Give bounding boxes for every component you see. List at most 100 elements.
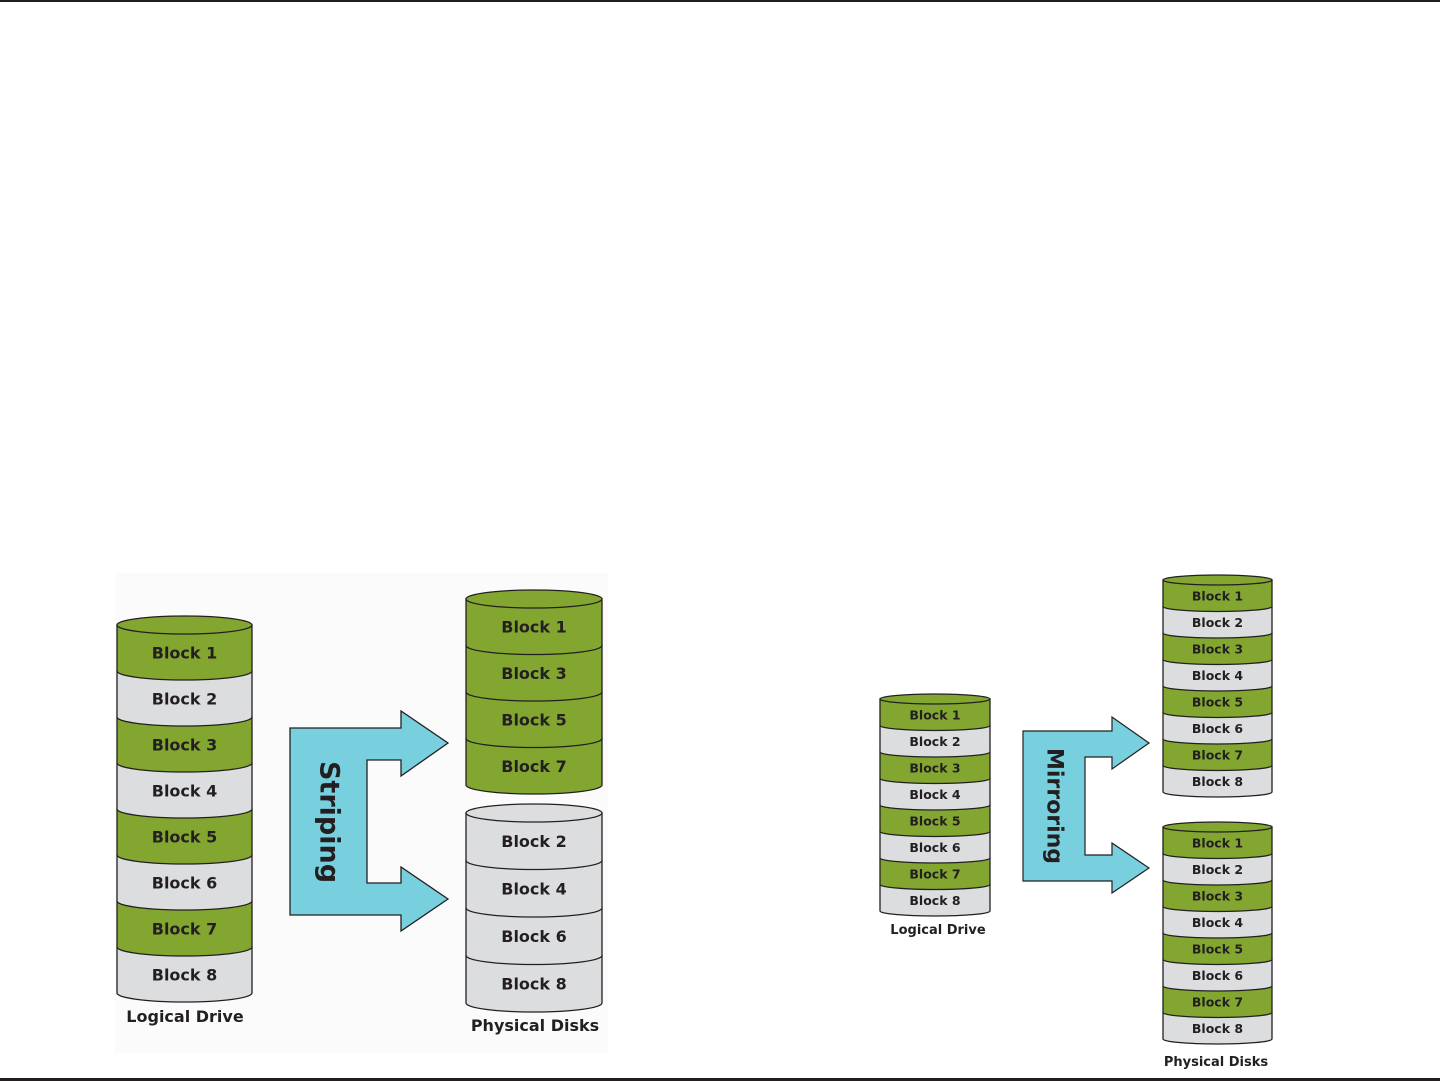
disk-top-cap: [1162, 574, 1273, 586]
block-segment: Block 3: [116, 716, 253, 773]
block-segment: Block 4: [116, 762, 253, 819]
block-segment: Block 1: [1162, 826, 1273, 860]
disk-top-cap: [465, 589, 603, 609]
block-segment: Block 4: [465, 859, 603, 918]
block-label: Block 3: [1192, 889, 1243, 904]
block-segment: Block 4: [1162, 905, 1273, 939]
striping-arrow-shape: [289, 709, 450, 933]
block-label: Block 3: [909, 761, 960, 776]
disk-top-cap: [116, 615, 253, 635]
block-segment: Block 8: [1162, 764, 1273, 798]
block-shape: [116, 946, 253, 1003]
block-segment: Block 7: [465, 737, 603, 795]
block-segment: Block 2: [1162, 605, 1273, 639]
block-label: Block 8: [1192, 1021, 1243, 1036]
striping-logical-drive-caption: Logical Drive: [126, 1007, 244, 1026]
disk-top-cap: [465, 803, 603, 823]
block-shape: [465, 644, 603, 702]
block-segment: Block 2: [465, 812, 603, 871]
bottom-rule: [0, 1078, 1440, 1081]
block-label: Block 2: [501, 832, 567, 851]
block-label: Block 6: [501, 927, 567, 946]
block-shape: [879, 883, 991, 917]
block-label: Block 1: [1192, 836, 1243, 851]
block-shape: [879, 830, 991, 864]
block-label: Block 7: [1192, 995, 1243, 1010]
block-segment: Block 4: [879, 777, 991, 811]
block-shape: [879, 857, 991, 891]
block-shape: [116, 762, 253, 819]
block-shape: [465, 691, 603, 749]
block-segment: Block 8: [1162, 1011, 1273, 1045]
block-label: Block 2: [152, 689, 218, 708]
block-label: Block 7: [1192, 748, 1243, 763]
mirroring-arrow-label: Mirroring: [1042, 748, 1067, 864]
block-shape: [1162, 985, 1273, 1019]
block-segment: Block 6: [1162, 711, 1273, 745]
block-label: Block 7: [909, 867, 960, 882]
block-shape: [465, 954, 603, 1013]
block-segment: Block 8: [116, 946, 253, 1003]
disk-top-cap: [879, 693, 991, 705]
block-shape: [465, 859, 603, 918]
block-segment: Block 5: [1162, 932, 1273, 966]
block-label: Block 8: [152, 965, 218, 984]
block-label: Block 2: [1192, 615, 1243, 630]
mirroring-arrow-shape: [1022, 715, 1151, 895]
block-shape: [116, 624, 253, 681]
block-segment: Block 6: [879, 830, 991, 864]
block-segment: Block 8: [465, 954, 603, 1013]
block-label: Block 4: [152, 781, 218, 800]
block-shape: [1162, 958, 1273, 992]
block-shape: [879, 804, 991, 838]
block-shape: [1162, 605, 1273, 639]
mirroring-physical-disks-caption: Physical Disks: [1164, 1055, 1269, 1070]
block-shape: [1162, 932, 1273, 966]
striping-physical-disks-caption: Physical Disks: [471, 1016, 599, 1035]
block-shape: [1162, 738, 1273, 772]
block-segment: Block 2: [1162, 852, 1273, 886]
block-segment: Block 6: [1162, 958, 1273, 992]
block-label: Block 4: [1192, 668, 1243, 683]
block-shape: [1162, 879, 1273, 913]
block-label: Block 5: [909, 814, 960, 829]
block-segment: Block 1: [465, 598, 603, 656]
block-label: Block 4: [501, 880, 567, 899]
striping-arrow-label: Striping: [314, 761, 345, 883]
block-shape: [879, 724, 991, 758]
block-segment: Block 5: [465, 691, 603, 749]
block-shape: [465, 907, 603, 966]
block-segment: Block 5: [1162, 685, 1273, 719]
block-shape: [1162, 764, 1273, 798]
block-segment: Block 2: [879, 724, 991, 758]
block-shape: [116, 900, 253, 957]
block-shape: [116, 670, 253, 727]
striping-arrow: Striping: [289, 709, 450, 933]
block-shape: [1162, 579, 1273, 613]
block-label: Block 3: [152, 735, 218, 754]
block-segment: Block 8: [879, 883, 991, 917]
block-shape: [1162, 852, 1273, 886]
block-shape: [116, 854, 253, 911]
block-segment: Block 4: [1162, 658, 1273, 692]
block-segment: Block 7: [1162, 738, 1273, 772]
block-shape: [1162, 632, 1273, 666]
block-shape: [465, 737, 603, 795]
block-segment: Block 1: [879, 698, 991, 732]
block-label: Block 5: [501, 711, 567, 730]
block-segment: Block 7: [1162, 985, 1273, 1019]
block-shape: [1162, 685, 1273, 719]
block-segment: Block 3: [465, 644, 603, 702]
block-label: Block 6: [909, 840, 960, 855]
block-shape: [465, 598, 603, 656]
block-segment: Block 1: [116, 624, 253, 681]
top-rule: [0, 0, 1440, 2]
block-label: Block 3: [1192, 642, 1243, 657]
block-shape: [879, 751, 991, 785]
block-shape: [1162, 905, 1273, 939]
